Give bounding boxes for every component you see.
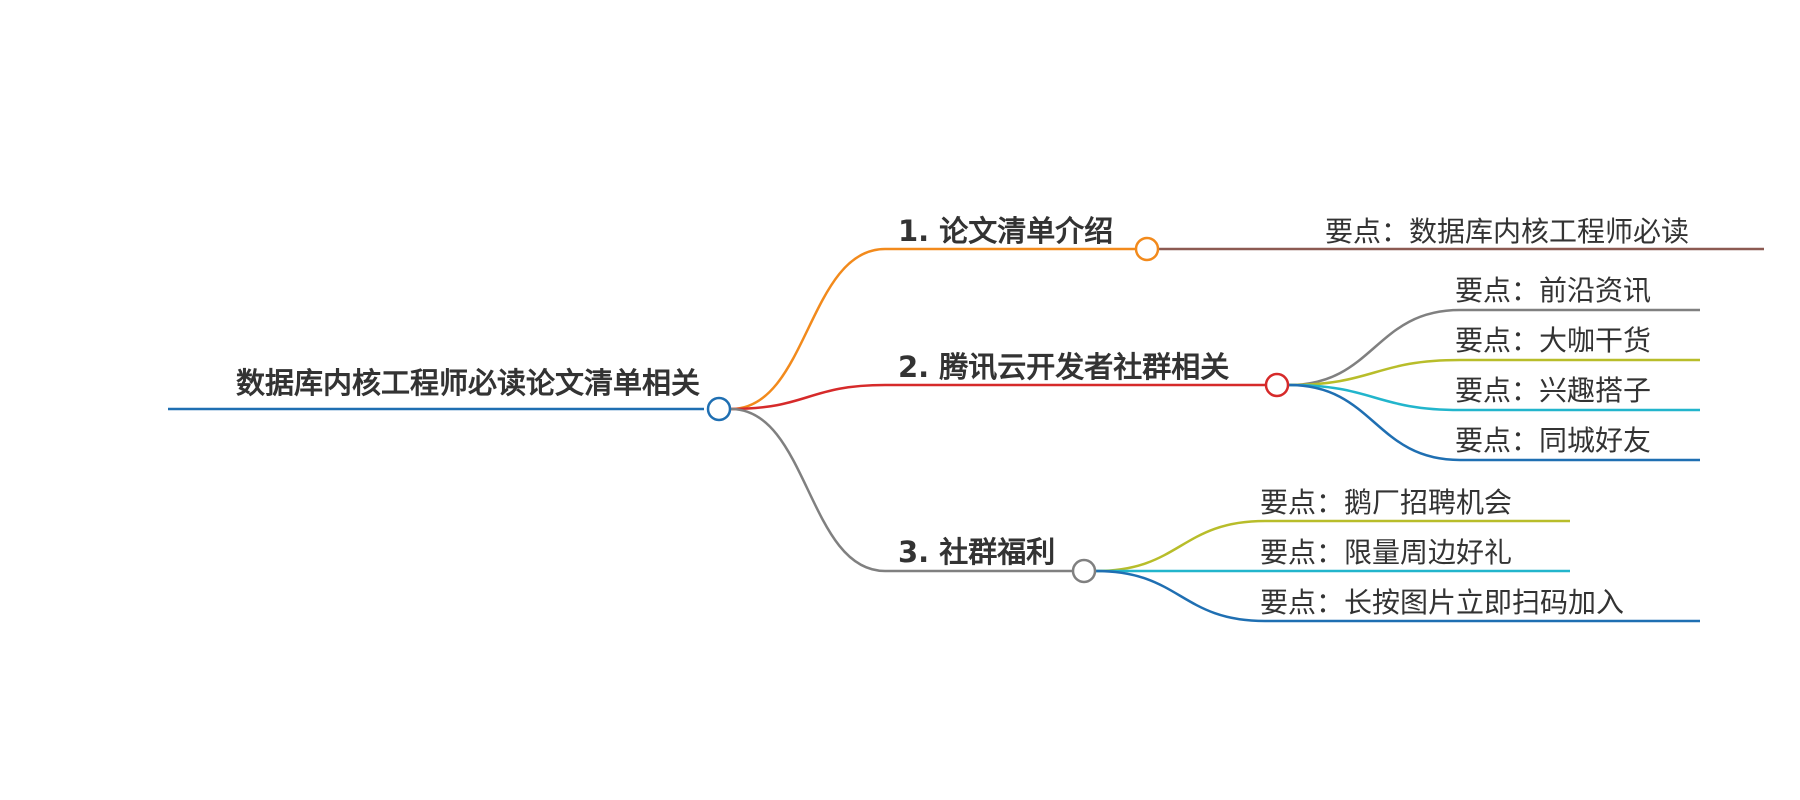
branch-3-label: 3. 社群福利 <box>898 535 1055 569</box>
leaf-2-2-node[interactable]: 要点：大咖干货 <box>1455 324 1651 357</box>
branch-1-collapse-toggle[interactable] <box>1134 236 1160 262</box>
leaf-3-2-node[interactable]: 要点：限量周边好礼 <box>1260 536 1512 569</box>
branch-1-label: 1. 论文清单介绍 <box>898 214 1113 248</box>
leaf-2-2-connector <box>1288 358 1461 387</box>
leaf-3-3-node[interactable]: 要点：长按图片立即扫码加入 <box>1260 586 1624 619</box>
branch-3-collapse-toggle[interactable] <box>1071 558 1097 584</box>
leaf-3-1-label: 要点：鹅厂招聘机会 <box>1260 486 1512 519</box>
branch-2-connector <box>730 383 886 411</box>
leaf-2-2-label: 要点：大咖干货 <box>1455 324 1651 357</box>
leaf-3-3-connector <box>1095 569 1266 623</box>
leaf-2-1-label: 要点：前沿资讯 <box>1455 274 1651 307</box>
leaf-2-3-connector <box>1288 383 1461 412</box>
edges-layer <box>730 247 1764 623</box>
branch-2-label: 2. 腾讯云开发者社群相关 <box>898 350 1229 384</box>
leaf-2-1-node[interactable]: 要点：前沿资讯 <box>1455 274 1651 307</box>
leaf-2-4-connector <box>1288 383 1461 462</box>
branch-3-node[interactable]: 3. 社群福利 <box>885 535 1097 584</box>
leaf-1-1-label: 要点：数据库内核工程师必读 <box>1325 215 1689 248</box>
leaf-3-2-label: 要点：限量周边好礼 <box>1260 536 1512 569</box>
branch-3-connector <box>730 407 886 573</box>
leaf-2-3-node[interactable]: 要点：兴趣搭子 <box>1455 374 1651 407</box>
branch-2-node[interactable]: 2. 腾讯云开发者社群相关 <box>885 350 1290 398</box>
branch-1-node[interactable]: 1. 论文清单介绍 <box>885 214 1160 262</box>
root-label: 数据库内核工程师必读论文清单相关 <box>236 366 700 400</box>
leaf-3-1-node[interactable]: 要点：鹅厂招聘机会 <box>1260 486 1512 519</box>
leaf-2-1-connector <box>1288 308 1461 387</box>
root-node[interactable]: 数据库内核工程师必读论文清单相关 <box>168 366 732 422</box>
branch-2-collapse-toggle[interactable] <box>1264 372 1290 398</box>
leaf-3-1-connector <box>1095 519 1266 573</box>
leaf-2-3-label: 要点：兴趣搭子 <box>1455 374 1651 407</box>
leaf-2-4-label: 要点：同城好友 <box>1455 424 1651 457</box>
leaf-2-4-node[interactable]: 要点：同城好友 <box>1455 424 1651 457</box>
leaf-1-1-node[interactable]: 要点：数据库内核工程师必读 <box>1325 215 1689 248</box>
leaf-3-3-label: 要点：长按图片立即扫码加入 <box>1260 586 1624 619</box>
branch-1-connector <box>730 247 886 411</box>
root-collapse-toggle[interactable] <box>706 396 732 422</box>
